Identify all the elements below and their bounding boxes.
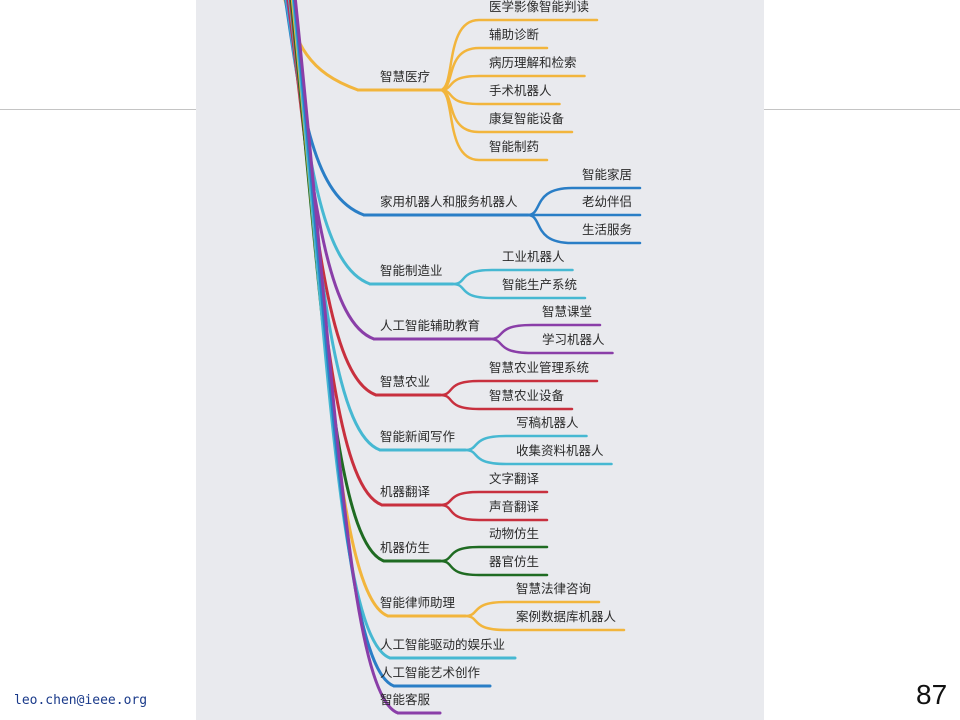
- child-connector: [463, 448, 613, 466]
- child-connector: [438, 393, 574, 411]
- child-label: 案例数据库机器人: [516, 609, 617, 624]
- trunk-connector: [291, 0, 392, 660]
- mindmap-image: 智慧医疗 医学影像智能判读辅助诊断病历理解和检索手术机器人康复智能设备智能制药家用…: [196, 0, 764, 720]
- branch-label: 智能客服: [380, 692, 431, 707]
- child-label: 智慧农业设备: [489, 388, 565, 403]
- child-label: 智慧课堂: [542, 304, 593, 319]
- child-label: 智慧农业管理系统: [489, 360, 590, 375]
- branch-label: 智慧医疗: [380, 69, 431, 84]
- child-label: 智能生产系统: [502, 277, 578, 292]
- branch-label: 人工智能辅助教育: [380, 318, 481, 333]
- child-label: 智能家居: [582, 167, 633, 182]
- title-divider-right: [764, 109, 960, 110]
- child-label: 智慧法律咨询: [516, 581, 592, 596]
- child-connector: [488, 337, 614, 355]
- branch-label: 智慧农业: [380, 374, 431, 389]
- child-connector: [451, 282, 587, 300]
- child-label: 器官仿生: [489, 554, 540, 569]
- branch-label: 机器仿生: [380, 540, 431, 555]
- trunk-connector: [293, 0, 400, 715]
- child-label: 病历理解和检索: [489, 55, 577, 70]
- child-connector: [526, 213, 642, 245]
- child-label: 学习机器人: [542, 332, 605, 347]
- footer-email: leo.chen@ieee.org: [14, 693, 148, 708]
- child-label: 康复智能设备: [489, 111, 565, 126]
- child-label: 文字翻译: [489, 471, 540, 486]
- branch-label: 智能新闻写作: [380, 429, 456, 444]
- trunk-connector: [292, 0, 396, 688]
- child-label: 老幼伴侣: [582, 194, 633, 209]
- branch-label: 智能律师助理: [380, 595, 456, 610]
- child-connector: [463, 614, 626, 632]
- branch-label: 机器翻译: [380, 484, 431, 499]
- child-label: 写稿机器人: [516, 415, 579, 430]
- child-label: 生活服务: [582, 222, 633, 237]
- child-connector: [438, 503, 549, 522]
- page-number: 87: [916, 679, 948, 710]
- child-label: 收集资料机器人: [516, 443, 604, 458]
- child-label: 动物仿生: [489, 526, 540, 541]
- branch-label: 人工智能艺术创作: [380, 665, 481, 680]
- child-label: 辅助诊断: [489, 27, 540, 42]
- child-label: 声音翻译: [489, 499, 540, 514]
- branch-label: 智能制造业: [380, 263, 443, 278]
- trunk-connector: [290, 0, 390, 618]
- child-label: 智能制药: [489, 139, 540, 154]
- child-connector: [438, 88, 549, 162]
- title-divider-left: [0, 109, 196, 110]
- child-label: 工业机器人: [502, 249, 565, 264]
- child-connector: [438, 559, 549, 577]
- child-label: 手术机器人: [489, 83, 552, 98]
- branch-label: 人工智能驱动的娱乐业: [380, 637, 506, 652]
- child-label: 医学影像智能判读: [489, 0, 590, 14]
- branch-label: 家用机器人和服务机器人: [380, 194, 518, 209]
- mindmap-connectors: [283, 0, 642, 715]
